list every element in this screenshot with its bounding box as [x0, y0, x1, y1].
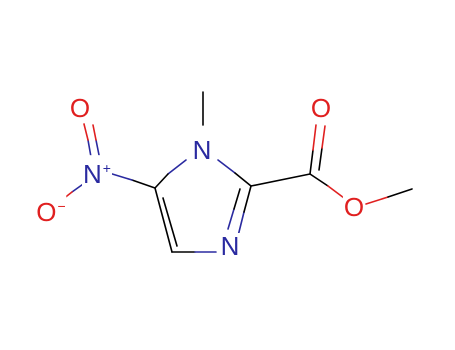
bond-n3-c2-double-a — [227, 208, 235, 230]
bond-nnitro-otop-double-a — [95, 139, 100, 156]
bond-c-oester-b — [327, 185, 345, 199]
bond-c5-nnitro-a — [131, 179, 156, 189]
bond-c-ocarbonyl-double-b — [321, 125, 326, 149]
atom-o-carbonyl-symbol: O — [310, 93, 332, 123]
atom-o-ester-symbol: O — [343, 192, 365, 222]
bond-n1-c5-a — [167, 159, 187, 175]
bond-c-oester-a — [309, 173, 329, 187]
bond-n1-c2-b — [234, 172, 252, 187]
atom-n-ring-symbol: N — [220, 231, 240, 261]
atom-n-nitro: N+ — [82, 155, 112, 187]
atom-o-nitro-bottom-symbol: O — [36, 196, 57, 227]
bond-n3-c2-b — [243, 185, 252, 213]
atom-o-nitro-top-symbol: O — [69, 93, 91, 123]
bond-c-ocarbonyl-double-a — [318, 147, 323, 171]
atom-n-ring: N — [219, 231, 241, 261]
bond-c5-nnitro-b — [108, 172, 133, 181]
bond-n1-c5-b — [154, 173, 169, 189]
atom-o-nitro-top: O — [68, 93, 92, 123]
bond-c5-c4-double — [162, 197, 178, 247]
atom-o-ester: O — [342, 192, 366, 222]
bond-nnitro-otop-b — [83, 123, 89, 141]
bond-n3-c2-double-b — [233, 188, 241, 210]
bond-n1-c2-a — [217, 159, 236, 174]
bond-oester-methyl-b — [387, 188, 413, 198]
bond-nnitro-otop-a — [87, 139, 92, 158]
bond-c2-ccarbonyl — [250, 173, 311, 187]
atom-o-nitro-bottom-charge: − — [57, 198, 66, 215]
bond-oester-methyl-a — [365, 196, 389, 205]
atom-o-carbonyl: O — [309, 93, 333, 123]
atom-n-methyl-symbol: N — [192, 135, 212, 165]
bond-c-ocarbonyl-b — [312, 124, 317, 151]
bond-c5-c4 — [154, 187, 173, 253]
bond-c-ocarbonyl-a — [309, 149, 314, 175]
atom-n-nitro-charge: + — [102, 160, 111, 177]
bond-n3-c2-a — [237, 211, 245, 237]
bond-nnitro-otop-double-b — [92, 124, 97, 141]
atom-n-nitro-symbol: N — [83, 158, 102, 189]
atom-o-nitro-bottom: O− — [35, 193, 67, 227]
atom-n-methyl: N — [191, 135, 213, 165]
